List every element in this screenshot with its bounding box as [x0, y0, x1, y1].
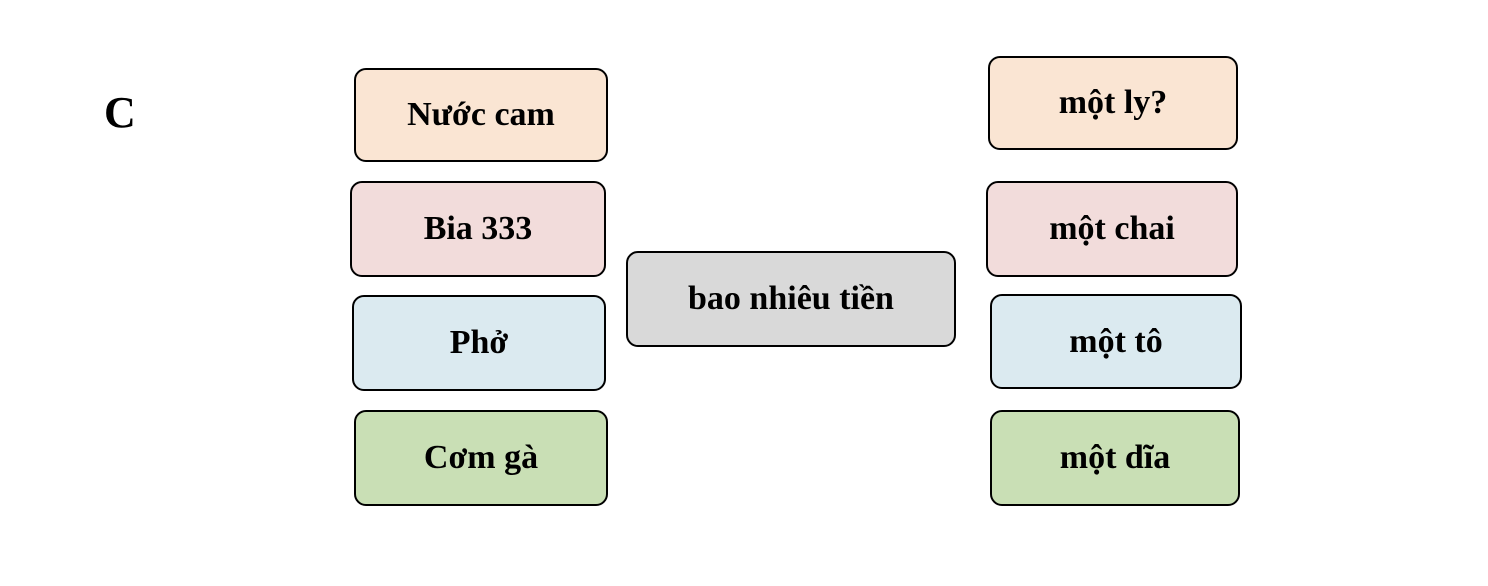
right-item-mot-to: một tô: [990, 294, 1242, 389]
left-item-bia-333: Bia 333: [350, 181, 606, 277]
center-item-bao-nhieu-tien: bao nhiêu tiền: [626, 251, 956, 347]
section-letter: C: [104, 88, 136, 137]
right-item-mot-dia: một dĩa: [990, 410, 1240, 506]
left-item-com-ga: Cơm gà: [354, 410, 608, 506]
right-item-mot-ly: một ly?: [988, 56, 1238, 150]
left-item-nuoc-cam: Nước cam: [354, 68, 608, 162]
right-item-mot-chai: một chai: [986, 181, 1238, 277]
left-item-pho: Phở: [352, 295, 606, 391]
